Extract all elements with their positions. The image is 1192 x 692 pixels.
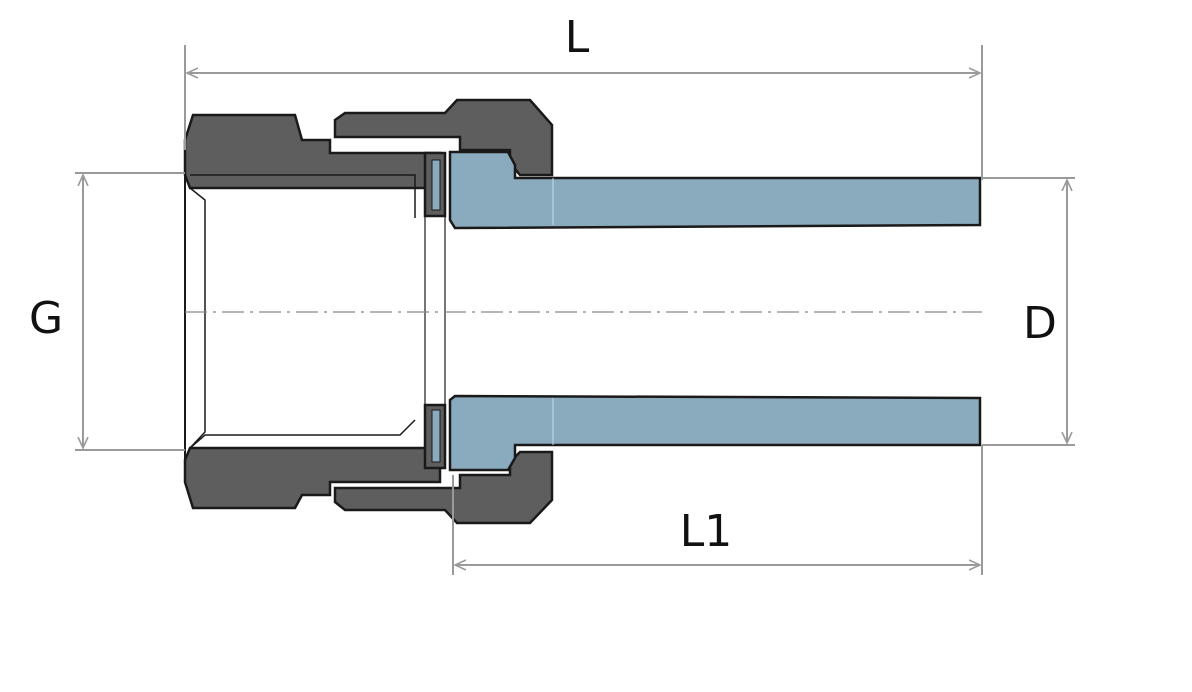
dimension-label-D: D [1023, 298, 1057, 349]
dimension-G: G [29, 172, 185, 451]
dimension-label-L1: L1 [680, 506, 733, 557]
dimension-L: L [184, 12, 983, 180]
dimension-L1: L1 [452, 445, 983, 575]
seal-ring [423, 151, 447, 470]
plastic-spigot [448, 150, 982, 472]
threaded-body [183, 113, 442, 510]
union-nut [333, 98, 554, 525]
dimension-label-G: G [29, 293, 63, 344]
dimension-D: D [982, 177, 1075, 446]
dimension-label-L: L [565, 12, 590, 63]
